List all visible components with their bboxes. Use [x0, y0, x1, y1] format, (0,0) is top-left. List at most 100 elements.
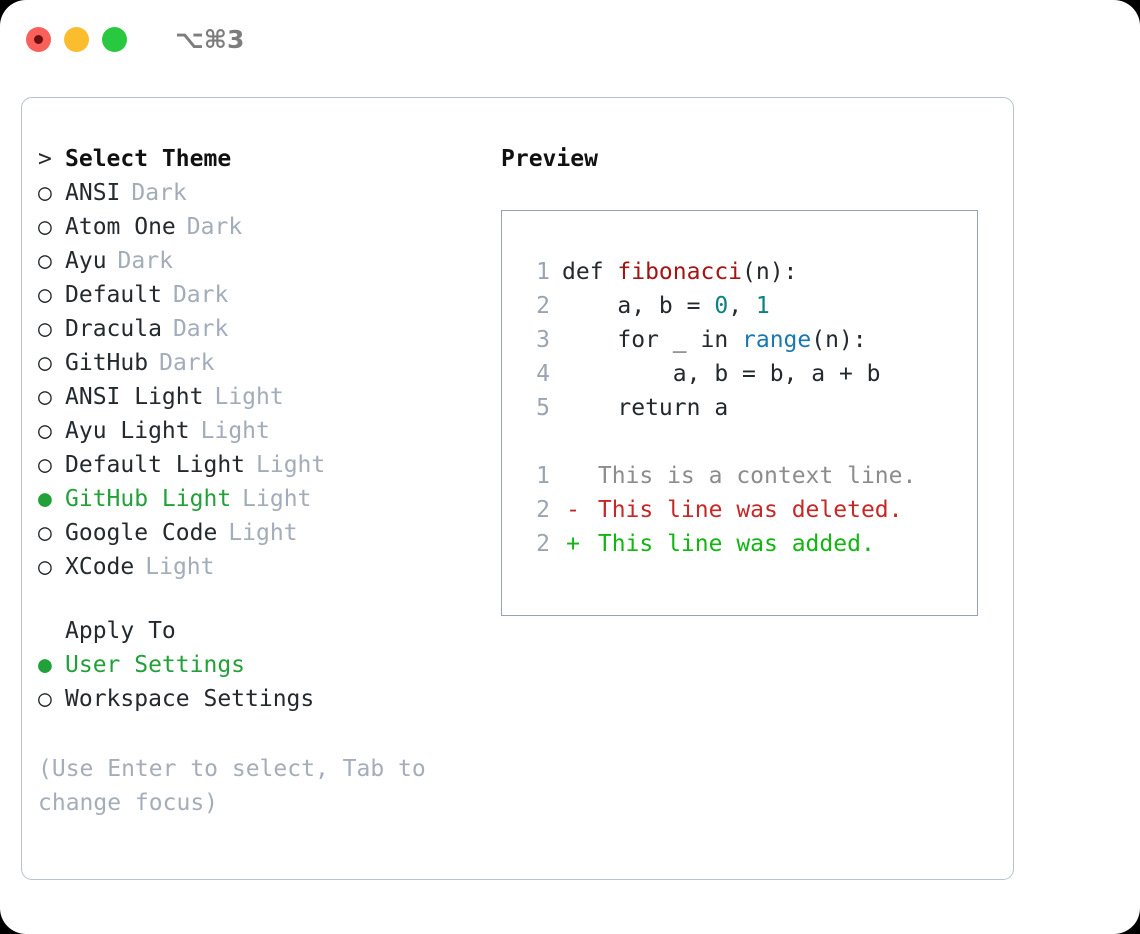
diff-text: This is a context line. — [584, 463, 917, 489]
theme-list-item[interactable]: ○ Atom One Dark — [38, 214, 478, 248]
theme-list-item[interactable]: ○ Ayu Light Light — [38, 418, 478, 452]
line-number: 1 — [536, 463, 550, 489]
theme-name-label: Default — [65, 282, 162, 308]
apply-to-label: User Settings — [65, 652, 246, 678]
maximize-button[interactable] — [102, 26, 127, 52]
line-number: 4 — [536, 361, 550, 387]
line-number: 1 — [536, 259, 550, 285]
theme-list-item[interactable]: ○ ANSI Light Light — [38, 384, 478, 418]
apply-to-label: Workspace Settings — [65, 686, 315, 712]
theme-variant-tag: Light — [214, 384, 284, 410]
code-token: def — [562, 259, 618, 285]
code-token: a, b = b, a + b — [562, 361, 881, 387]
code-token: , — [728, 293, 756, 319]
apply-to-item[interactable]: ● User Settings — [38, 652, 478, 686]
theme-list-item[interactable]: ○ Ayu Dark — [38, 248, 478, 282]
code-token: for _ in — [562, 327, 743, 353]
line-number: 2 — [536, 531, 550, 557]
apply-to-list: ● User Settings ○ Workspace Settings — [38, 652, 478, 720]
apply-to-title: Apply To — [65, 618, 176, 644]
theme-name-label: XCode — [65, 554, 135, 580]
radio-unselected-icon[interactable]: ○ — [38, 180, 52, 206]
code-token: range — [742, 327, 812, 353]
theme-name-label: Ayu — [65, 248, 107, 274]
theme-variant-tag: Light — [228, 520, 298, 546]
apply-to-item[interactable]: ○ Workspace Settings — [38, 686, 478, 720]
radio-unselected-icon[interactable]: ○ — [38, 282, 52, 308]
theme-variant-tag: Dark — [186, 214, 243, 240]
radio-selected-icon[interactable]: ● — [38, 486, 52, 512]
theme-variant-tag: Light — [200, 418, 270, 444]
code-text: return a — [562, 391, 728, 425]
theme-variant-tag: Dark — [117, 248, 173, 274]
theme-picker-header: > Select Theme — [38, 146, 478, 180]
line-number: 2 — [536, 497, 550, 523]
radio-unselected-icon[interactable]: ○ — [38, 452, 52, 478]
page-title: Select Theme — [65, 146, 232, 172]
diff-text: This line was deleted. — [584, 497, 903, 523]
radio-unselected-icon[interactable]: ○ — [38, 554, 52, 580]
radio-unselected-icon[interactable]: ○ — [38, 384, 52, 410]
theme-variant-tag: Dark — [172, 282, 229, 308]
minimize-button[interactable] — [64, 26, 89, 52]
radio-unselected-icon[interactable]: ○ — [38, 686, 52, 712]
radio-unselected-icon[interactable]: ○ — [38, 248, 52, 274]
theme-name-label: ANSI Light — [65, 384, 204, 410]
theme-name-label: Dracula — [65, 316, 162, 342]
diff-line: 2- This line was deleted. — [520, 493, 977, 527]
diff-marker — [562, 459, 584, 493]
theme-variant-tag: Dark — [159, 350, 215, 376]
prompt-caret-icon: > — [38, 146, 52, 172]
keyboard-hint: (Use Enter to select, Tab to change focu… — [38, 756, 426, 816]
radio-unselected-icon[interactable]: ○ — [38, 316, 52, 342]
radio-unselected-icon[interactable]: ○ — [38, 350, 52, 376]
radio-unselected-icon[interactable]: ○ — [38, 214, 52, 240]
diff-text: This line was added. — [584, 531, 875, 557]
code-token: a, b = — [562, 293, 715, 319]
diff-sample: 1 This is a context line.2- This line wa… — [520, 459, 977, 561]
code-token: (n): — [811, 327, 867, 353]
radio-selected-icon[interactable]: ● — [38, 652, 52, 678]
line-number: 3 — [536, 327, 550, 353]
code-line: 3 for _ in range(n): — [520, 323, 977, 357]
code-diff-gap — [520, 425, 977, 459]
theme-name-label: Atom One — [65, 214, 176, 240]
apply-to-spacer — [38, 618, 65, 644]
theme-name-label: Default Light — [65, 452, 246, 478]
keyboard-shortcut-label: ⌥⌘3 — [175, 24, 245, 54]
diff-line: 1 This is a context line. — [520, 459, 977, 493]
code-line: 2 a, b = 0, 1 — [520, 289, 977, 323]
code-token: (n): — [742, 259, 798, 285]
code-line: 4 a, b = b, a + b — [520, 357, 977, 391]
theme-variant-tag: Dark — [131, 180, 187, 206]
radio-unselected-icon[interactable]: ○ — [38, 520, 52, 546]
theme-name-label: Ayu Light — [65, 418, 190, 444]
line-number: 5 — [536, 395, 550, 421]
title-bar: ⌥⌘3 — [0, 0, 1140, 78]
theme-list-item[interactable]: ○ Default Dark — [38, 282, 478, 316]
preview-title: Preview — [501, 146, 598, 172]
close-button[interactable] — [26, 26, 51, 52]
code-token: return a — [562, 395, 729, 421]
code-line: 5 return a — [520, 391, 977, 425]
code-text: for _ in range(n): — [562, 323, 867, 357]
radio-unselected-icon[interactable]: ○ — [38, 418, 52, 444]
apply-to-header: Apply To — [38, 618, 478, 652]
diff-line: 2+ This line was added. — [520, 527, 977, 561]
code-token: 1 — [755, 293, 770, 319]
